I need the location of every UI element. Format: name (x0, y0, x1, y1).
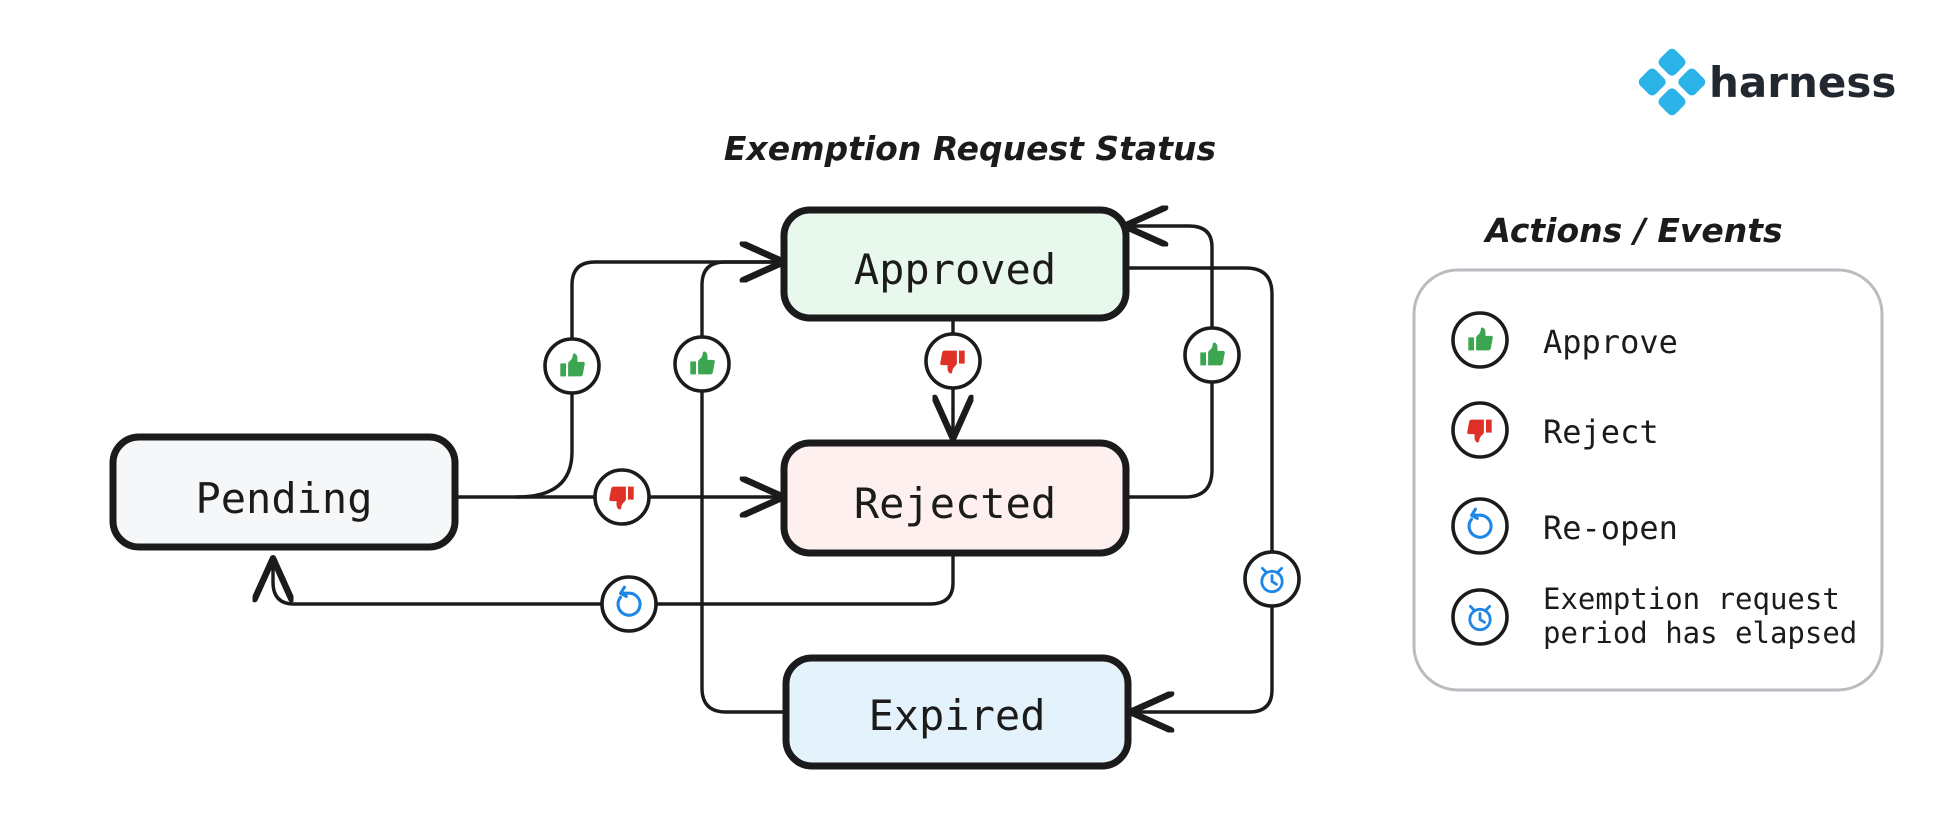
badge-circle (600, 575, 658, 633)
state-box-pending (109, 433, 459, 551)
thumbs-up-icon (690, 351, 715, 375)
harness-diamond-logo-icon (1638, 48, 1706, 116)
edge-rejected-to-approved-tail (1126, 226, 1214, 331)
edge-badge-reject-pending[interactable] (593, 468, 651, 526)
state-node-approved[interactable]: Approved (780, 206, 1130, 322)
harness-logo[interactable]: harness (1637, 47, 1897, 118)
edge-badge-elapsed[interactable] (1243, 550, 1301, 608)
state-label-approved: Approved (854, 245, 1056, 294)
legend-item-elapsed[interactable]: Exemption request period has elapsed (1451, 582, 1857, 650)
legend-label-reject: Reject (1543, 413, 1659, 451)
thumbs-up-icon (560, 353, 585, 377)
legend-label-elapsed-line1: Exemption request (1543, 582, 1840, 616)
thumbs-down-icon (940, 350, 965, 374)
harness-wordmark: harness (1709, 58, 1896, 107)
state-node-expired[interactable]: Expired (782, 654, 1132, 770)
thumbs-down-icon (609, 486, 634, 510)
edge-approved-to-expired-tail (1132, 603, 1274, 712)
legend-label-elapsed-line2: period has elapsed (1543, 616, 1857, 650)
state-label-pending: Pending (195, 474, 372, 523)
legend-title: Actions / Events (1482, 211, 1782, 250)
alarm-clock-icon (1468, 605, 1492, 632)
state-node-pending[interactable]: Pending (109, 433, 459, 551)
edge-approved-to-expired-head (1124, 266, 1274, 555)
edge-badge-reopen[interactable] (600, 575, 658, 633)
state-label-expired: Expired (868, 691, 1045, 740)
thumbs-down-icon (1467, 419, 1492, 443)
edge-badge-approve-rejected[interactable] (1183, 326, 1241, 384)
edge-pending-to-approved-tail (570, 262, 782, 342)
edge-expired-to-approved-head (700, 388, 788, 714)
legend-label-reopen: Re-open (1543, 509, 1678, 547)
edge-rejected-to-approved-head (1124, 379, 1214, 499)
thumbs-up-icon (1200, 342, 1225, 366)
state-box-expired (782, 654, 1132, 770)
legend-item-reject[interactable]: Reject (1451, 401, 1659, 459)
reopen-icon (616, 585, 642, 617)
edge-expired-to-approved-tail (700, 262, 782, 340)
legend-label-approve: Approve (1543, 323, 1678, 361)
state-box-approved (780, 206, 1130, 322)
alarm-clock-icon (1260, 567, 1284, 594)
edge-rejected-to-pending-head (653, 555, 955, 606)
state-node-rejected[interactable]: Rejected (780, 439, 1130, 557)
state-label-rejected: Rejected (854, 479, 1056, 528)
legend-item-approve[interactable]: Approve (1451, 311, 1678, 369)
edge-rejected-to-pending-tail (273, 560, 605, 606)
edge-badge-approve-expired[interactable] (673, 335, 731, 393)
badge-circle (1451, 497, 1509, 555)
reopen-icon (1467, 507, 1493, 539)
page-title: Exemption Request Status (724, 129, 1216, 168)
edge-badge-approve-pending[interactable] (543, 337, 601, 395)
legend-item-reopen[interactable]: Re-open (1451, 497, 1678, 555)
legend-panel: Approve Reject Re-open (1412, 268, 1884, 692)
edge-pending-to-approved-head (515, 390, 574, 499)
legend-box (1412, 268, 1884, 692)
thumbs-up-icon (1468, 327, 1493, 351)
state-box-rejected (780, 439, 1130, 557)
edge-badge-reject-approved[interactable] (924, 332, 982, 390)
